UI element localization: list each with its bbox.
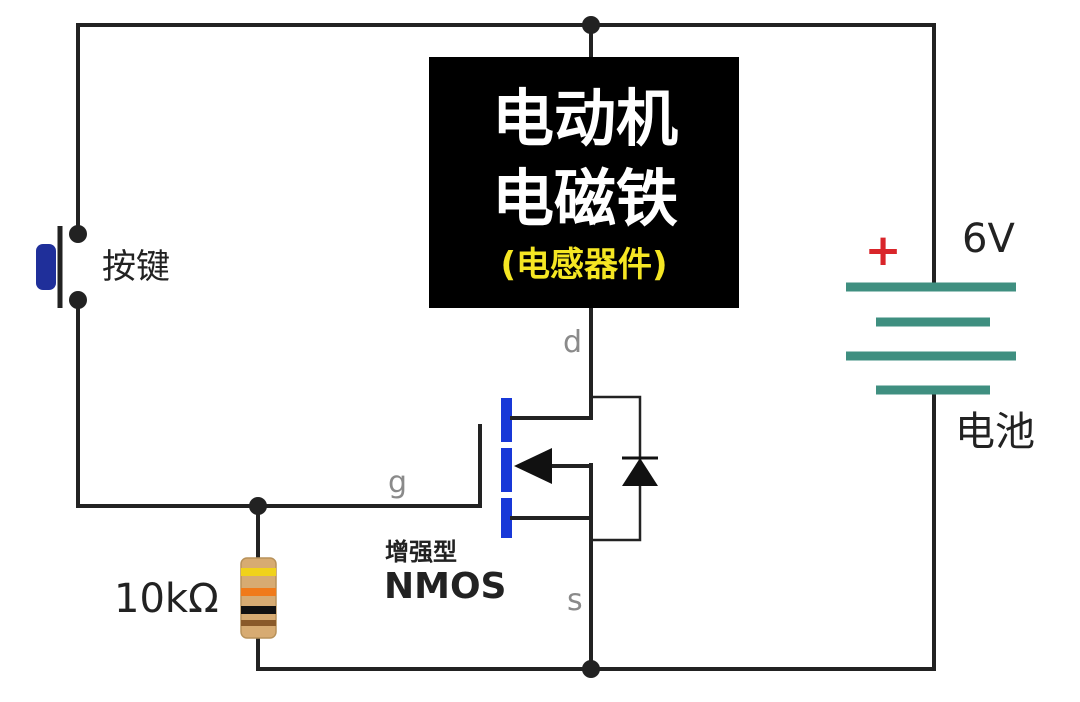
load-label-line2: 电磁铁 <box>492 162 678 235</box>
mos-type-cn: 增强型 <box>385 538 457 566</box>
load-box: 电动机 电磁铁 (电感器件) <box>429 57 739 308</box>
button-cap <box>36 244 56 290</box>
junction-top <box>582 16 600 34</box>
load-box-rect <box>429 57 739 308</box>
mos-arrow <box>514 448 552 484</box>
nmos-transistor: d g s 增强型 NMOS <box>384 325 658 618</box>
resistor-band-orange <box>241 588 276 596</box>
mos-channel-drain <box>501 398 512 442</box>
mos-type-en: NMOS <box>384 566 506 607</box>
junction-gate-resistor <box>249 497 267 515</box>
junction-bottom <box>582 660 600 678</box>
load-label-line1: 电动机 <box>492 82 678 155</box>
button-contact-bottom <box>69 291 87 309</box>
push-button: 按键 <box>36 225 170 309</box>
battery-voltage: 6V <box>962 216 1015 262</box>
battery-plus-sign: + <box>865 225 902 276</box>
diode-triangle <box>622 458 658 486</box>
resistor-band-brown <box>241 620 276 626</box>
battery-label: 电池 <box>955 409 1035 455</box>
resistor: 10kΩ <box>114 557 277 639</box>
diode-wire <box>591 395 642 542</box>
pin-g-label: g <box>388 465 407 500</box>
mos-source-link <box>510 468 593 520</box>
load-label-line3: (电感器件) <box>500 245 667 285</box>
pin-d-label: d <box>563 325 582 360</box>
resistor-band-black <box>241 606 276 614</box>
mos-channel-source <box>501 498 512 538</box>
button-contact-top <box>69 225 87 243</box>
resistor-body <box>240 557 277 639</box>
resistor-value: 10kΩ <box>114 576 219 622</box>
resistor-band-yellow <box>241 568 276 576</box>
battery: + 6V 电池 <box>846 216 1035 455</box>
mos-channel-body <box>501 448 512 492</box>
pin-s-label: s <box>567 583 583 618</box>
button-label: 按键 <box>102 247 170 287</box>
